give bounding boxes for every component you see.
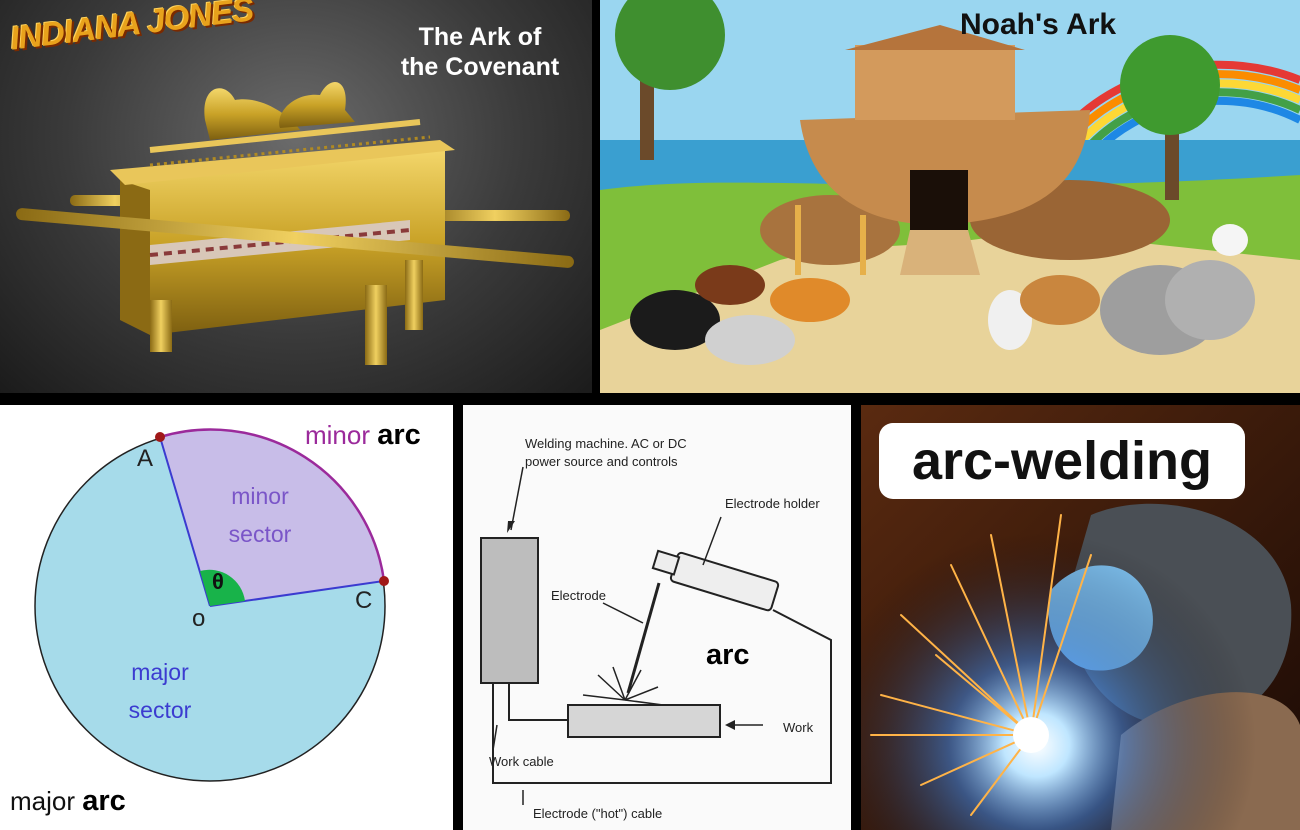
arc-welding-caption: arc-welding xyxy=(911,431,1213,491)
arc-label: arc xyxy=(706,639,750,671)
point-c-label: C xyxy=(355,587,373,614)
welding-machine-box xyxy=(480,537,539,684)
radius-oa xyxy=(159,436,211,607)
ark-title-line1: The Ark of xyxy=(418,23,542,51)
circle-arc-panel: minor arc A C o θ minor sector major sec… xyxy=(0,405,453,830)
welding-machine-line1: Welding machine. AC or DC xyxy=(525,436,687,451)
minor-sector-shape xyxy=(160,429,384,606)
major-sector-line2: sector xyxy=(128,697,192,723)
point-a xyxy=(155,432,165,442)
work-piece xyxy=(567,704,721,738)
noahs-ark-title: Noah's Ark xyxy=(960,8,1117,41)
minor-arc-word: arc xyxy=(377,419,421,451)
arc-welding-photo-panel: arc-welding xyxy=(861,405,1300,830)
center-o-label: o xyxy=(192,605,206,632)
welding-machine-line2: power source and controls xyxy=(525,454,678,469)
electrode-holder-label: Electrode holder xyxy=(725,496,820,511)
work-label: Work xyxy=(783,720,814,735)
electrode-rod xyxy=(626,582,661,694)
welding-diagram-panel: Welding machine. AC or DC power source a… xyxy=(463,405,851,830)
ark-of-covenant-illustration xyxy=(16,81,574,365)
minor-sector-label: minor sector xyxy=(215,477,305,553)
noahs-ark-illustration xyxy=(600,0,1300,393)
electrode-holder xyxy=(651,549,780,612)
minor-sector-line1: minor xyxy=(231,483,289,509)
theta-wedge xyxy=(200,569,245,606)
point-a-label: A xyxy=(137,445,154,472)
electrode-label: Electrode xyxy=(551,588,606,603)
theta-label: θ xyxy=(212,569,224,594)
major-sector-label: major sector xyxy=(110,653,210,729)
minor-sector-line2: sector xyxy=(228,521,292,547)
work-cable-line xyxy=(508,683,568,721)
arc-sparks xyxy=(582,666,664,706)
circle-diagram xyxy=(34,428,389,782)
ark-of-covenant-panel: INDIANA JONES The Ark of the Covenant xyxy=(0,0,592,393)
arc-welding-caption-box xyxy=(879,423,1245,499)
major-sector-line1: major xyxy=(131,659,189,685)
point-c xyxy=(379,576,389,586)
ark-of-covenant-title: The Ark of the Covenant xyxy=(396,22,564,82)
minor-arc-curve xyxy=(159,428,386,582)
major-arc-label: major arc xyxy=(10,785,126,818)
major-arc-word: arc xyxy=(82,785,126,817)
minor-arc-prefix: minor xyxy=(305,420,371,450)
major-arc-prefix: major xyxy=(10,786,76,816)
minor-arc-label: minor arc xyxy=(305,419,421,452)
work-cable-label: Work cable xyxy=(489,754,554,769)
ark-title-line2: the Covenant xyxy=(400,53,560,81)
electrode-cable-label: Electrode ("hot") cable xyxy=(533,806,663,821)
noahs-ark-panel: Noah's Ark xyxy=(600,0,1300,393)
welding-schematic xyxy=(480,466,832,805)
welding-machine-label: Welding machine. AC or DC power source a… xyxy=(525,435,687,471)
